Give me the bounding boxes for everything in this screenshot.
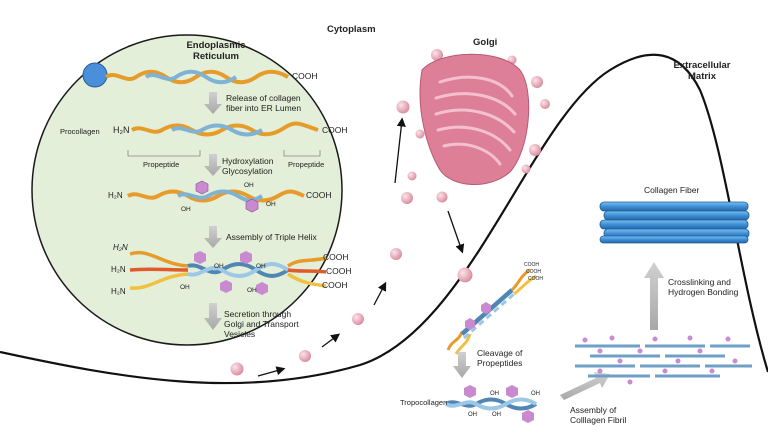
crosslinking-arrow [644,262,664,330]
cooh-small-label: COOH [524,262,539,268]
collagen-fiber-bundle [599,201,750,244]
fibril-sugars [582,335,738,385]
h2n-label-2: H₂N [108,191,123,200]
triple-helix-chain [129,251,189,268]
flow-arrows [257,117,465,377]
oh-label: OH [247,287,257,294]
propeptide-left-label: Propeptide [143,160,180,169]
h2n-label-1: H₂N [113,125,130,135]
cleavage-arrow [453,352,471,378]
cooh-small-label: COOH [528,276,543,282]
cooh-label-6: COOH [322,280,348,290]
collagen-fibril [575,344,752,378]
oh-label: OH [244,182,254,189]
procollagen-diagonal [446,268,537,355]
h2n-label-3: H₂N [113,243,128,252]
tropocollagen-molecule [444,385,538,423]
tropocollagen-label: Tropocollagen [400,398,448,407]
step-crosslinking-label: Crosslinking and Hydrogen Bonding [668,277,739,297]
cooh-small-label: COOH [526,269,541,275]
golgi-label: Golgi [473,37,498,48]
oh-label: OH [180,284,190,291]
oh-label: OH [492,412,501,418]
oh-label: OH [468,412,477,418]
cooh-label-4: COOH [323,252,349,262]
step-hydroxylation-label: Hydroxylation Glycosylation [222,156,274,176]
step-cleavage-label: Cleavage of Propeptides [477,348,523,368]
nascent-chain [104,69,290,85]
cytoplasm-label: Cytoplasm [327,24,376,35]
propeptide-right-label: Propeptide [288,160,325,169]
collagen-fiber-label: Collagen Fiber [644,185,700,195]
cooh-label-3: COOH [306,190,332,200]
modified-chain [126,189,305,203]
oh-label: OH [531,391,540,397]
transport-vesicles [230,100,473,376]
cell-membrane [0,53,768,385]
oh-label: OH [214,263,224,270]
oh-label: OH [256,263,266,270]
step-assembly-fibril-label: Assembly of Colllagen Fibril [570,405,627,425]
oh-label: OH [490,391,499,397]
golgi-apparatus [415,49,550,185]
cooh-label-5: COOH [326,266,352,276]
ecm-label: Extracellular Matrix [673,60,731,82]
er-label: Endoplasmic Reticulum [186,40,246,62]
step-release-label: Release of collagen fiber into ER Lumen [226,93,302,113]
h2n-label-4: H₂N [111,265,126,274]
step-triple-helix-label: Assembly of Triple Helix [226,232,317,242]
procollagen-chain [130,121,319,137]
procollagen-label: Procollagen [60,127,100,136]
oh-label: OH [181,206,191,213]
er-step-arrows [204,92,222,330]
cooh-label-1: COOH [292,71,318,81]
step-secretion-label: Secretion through Golgi and Transport Ve… [224,309,299,339]
sugar-hexagon [245,198,259,213]
oh-label: OH [266,201,276,208]
h2n-label-5: H₂N [111,287,126,296]
cooh-label-2: COOH [322,125,348,135]
ribosome [82,62,108,88]
sugar-hexagon [195,180,209,195]
fibril-assembly-arrow [560,372,610,400]
